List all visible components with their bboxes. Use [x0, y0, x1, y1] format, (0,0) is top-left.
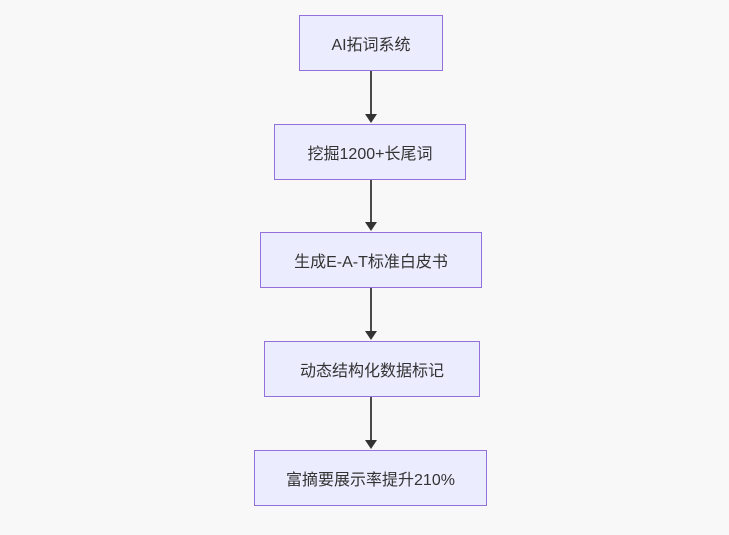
node-label: 生成E-A-T标准白皮书: [294, 254, 448, 271]
flowchart-node-rich-snippet-rate: 富摘要展示率提升210%: [254, 450, 487, 506]
arrow-line: [370, 288, 372, 333]
arrow-head-icon: [365, 331, 377, 340]
arrow-head-icon: [365, 440, 377, 449]
arrow-line: [370, 71, 372, 116]
node-label: 富摘要展示率提升210%: [286, 472, 455, 489]
flow-arrow-down-icon: [365, 288, 377, 340]
node-label: 挖掘1200+长尾词: [307, 146, 433, 163]
arrow-head-icon: [365, 114, 377, 123]
arrow-head-icon: [365, 222, 377, 231]
flow-arrow-down-icon: [365, 71, 377, 123]
node-label: 动态结构化数据标记: [299, 363, 444, 380]
flowchart-node-longtail-mining: 挖掘1200+长尾词: [274, 124, 466, 180]
node-label: AI拓词系统: [331, 37, 411, 54]
arrow-line: [370, 180, 372, 224]
flowchart-node-ai-word-expansion: AI拓词系统: [299, 15, 443, 71]
flowchart-node-structured-data-markup: 动态结构化数据标记: [264, 341, 480, 397]
flow-arrow-down-icon: [365, 397, 377, 449]
arrow-line: [370, 397, 372, 442]
flowchart-node-eat-whitepaper: 生成E-A-T标准白皮书: [260, 232, 482, 288]
flow-arrow-down-icon: [365, 180, 377, 231]
